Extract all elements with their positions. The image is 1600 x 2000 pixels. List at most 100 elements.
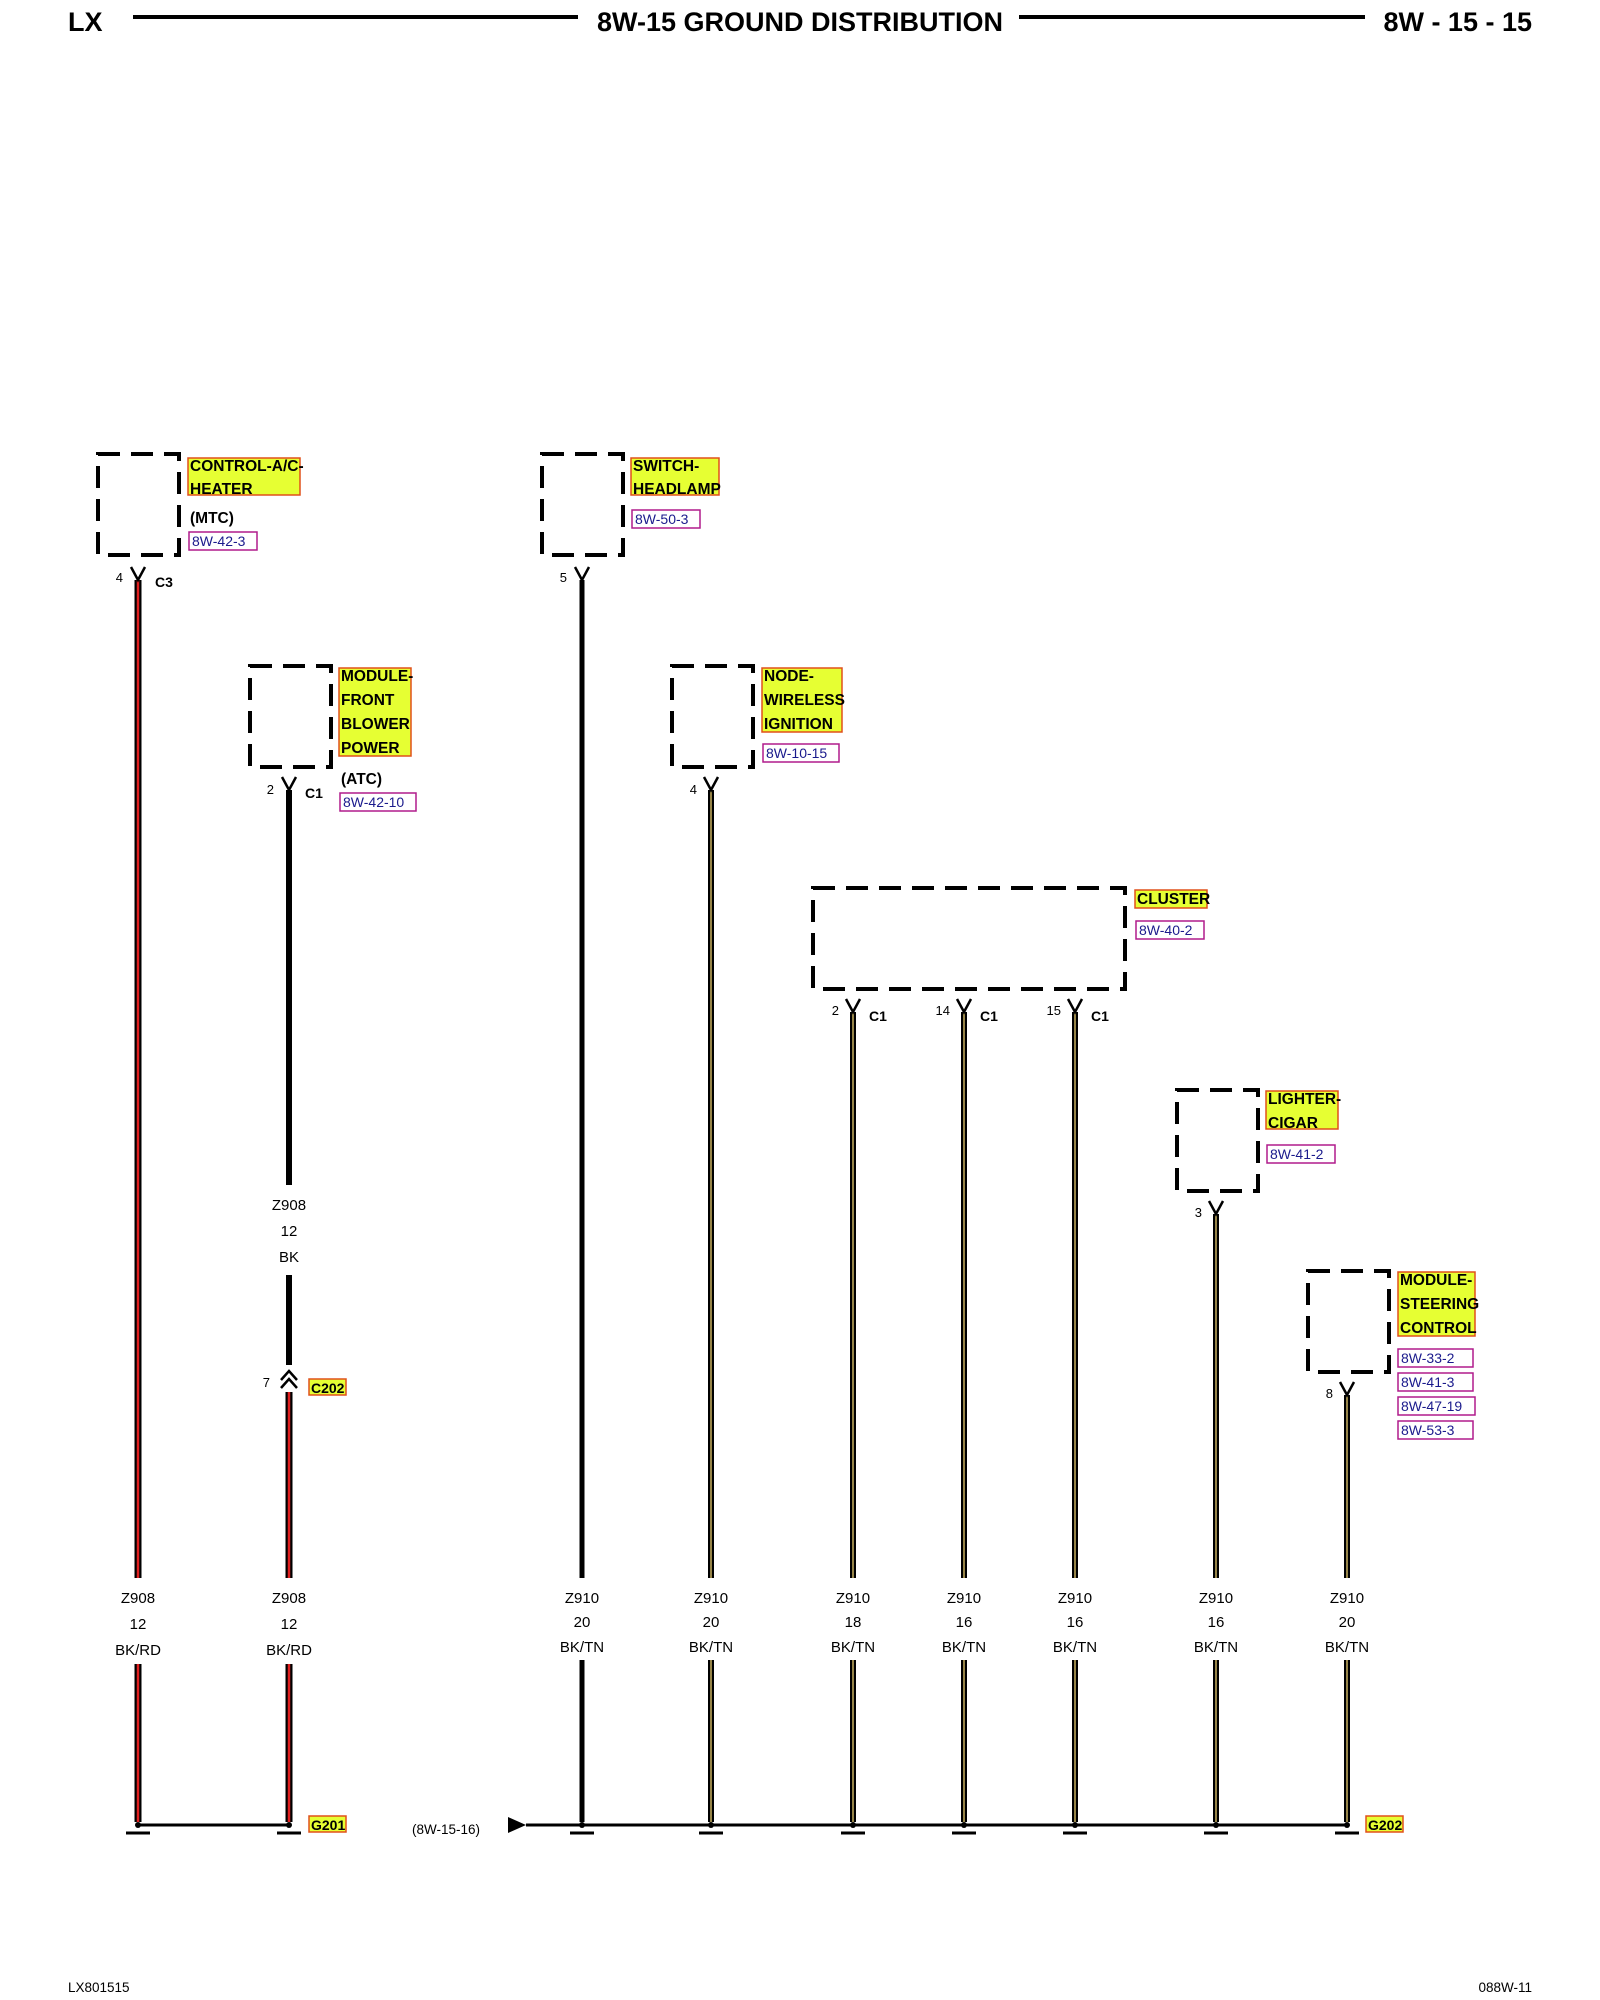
wire-gauge: 20 (703, 1614, 720, 1631)
pin-terminal-icon (702, 776, 720, 793)
wire-gauge: 16 (1208, 1614, 1225, 1631)
ref-link[interactable]: 8W-47-19 (1401, 1398, 1462, 1414)
component-name-line: MODULE- (1400, 1272, 1472, 1289)
pin-terminal-icon (955, 998, 973, 1015)
ref-box (631, 509, 701, 529)
wire-circuit: Z910 (1199, 1590, 1233, 1607)
pin-labels: 4 C3 2 C1 5 4 2 C1 14 C1 15 C1 3 8 7 C20… (116, 570, 1333, 1401)
footer-left: LX801515 (68, 1980, 130, 1995)
wire-gauge: 20 (574, 1614, 591, 1631)
ref-link[interactable]: 8W-40-2 (1139, 922, 1193, 938)
pin-terminal-icon (1207, 1200, 1225, 1217)
splice-dot (850, 1822, 856, 1828)
wire-gauge: 16 (1067, 1614, 1084, 1631)
wire-gauge: 20 (1339, 1614, 1356, 1631)
wire-color: BK (279, 1249, 299, 1266)
wire-color: BK/TN (560, 1639, 604, 1656)
splice-dot (135, 1822, 141, 1828)
pin-terminal-icon (573, 566, 591, 583)
wire-color: BK/RD (266, 1642, 312, 1659)
inline-connector-icon (280, 1369, 298, 1381)
component-name-line: HEATER (190, 481, 253, 498)
component-name-line: CIGAR (1268, 1115, 1318, 1132)
component-box-control-ac-heater (96, 452, 181, 557)
footer-right: 088W-11 (1478, 1980, 1532, 1995)
component-boxes (96, 452, 1391, 1374)
wire-gauge: 12 (281, 1616, 298, 1633)
label-highlight (187, 457, 301, 496)
ground-buses: G201 (8W-15-16) G202 (126, 1815, 1404, 1837)
cross-references: 8W-42-3 8W-42-10 8W-50-3 8W-10-15 8W-40-… (188, 509, 1476, 1440)
component-name-line: BLOWER (341, 716, 410, 733)
ref-box (1397, 1396, 1476, 1416)
wire-circuit: Z910 (1058, 1590, 1092, 1607)
wire-gauge: 16 (956, 1614, 973, 1631)
pin-terminal-icon (1338, 1381, 1356, 1398)
pin-number: 8 (1326, 1386, 1333, 1401)
component-name-line: MODULE- (341, 668, 413, 685)
component-name-line: CONTROL (1400, 1320, 1477, 1337)
component-labels: CONTROL-A/C- HEATER (MTC) MODULE- FRONT … (187, 457, 1479, 1337)
splice-dot (708, 1822, 714, 1828)
label-highlight (308, 1378, 347, 1396)
connector-pins (129, 566, 1356, 1398)
component-box-wireless-ignition-node (670, 664, 755, 769)
continuation-ref[interactable]: (8W-15-16) (412, 1822, 480, 1837)
ref-link[interactable]: 8W-33-2 (1401, 1350, 1455, 1366)
ref-link[interactable]: 8W-41-3 (1401, 1374, 1455, 1390)
ref-link[interactable]: 8W-10-15 (766, 745, 827, 761)
component-name-line: CLUSTER (1137, 891, 1210, 908)
connector-name: C1 (305, 785, 323, 801)
wire-circuit: Z910 (1330, 1590, 1364, 1607)
wire-circuit: Z910 (694, 1590, 728, 1607)
wire-gauge: 18 (845, 1614, 862, 1631)
pin-terminal-icon (844, 998, 862, 1015)
pin-number: 2 (832, 1003, 839, 1018)
component-name-line: NODE- (764, 668, 814, 685)
component-variant: (ATC) (341, 771, 382, 788)
component-name-line: POWER (341, 740, 400, 757)
wire-color: BK/TN (689, 1639, 733, 1656)
component-name-line: SWITCH- (633, 458, 699, 475)
page-number: 8W - 15 - 15 (1383, 7, 1532, 37)
component-name-line: STEERING (1400, 1296, 1479, 1313)
label-highlight (630, 457, 720, 496)
ref-box (339, 792, 417, 812)
ref-box (1397, 1372, 1474, 1392)
connector-name: C1 (869, 1008, 887, 1024)
wire-circuit: Z910 (836, 1590, 870, 1607)
ground-label-g202: G202 (1368, 1817, 1402, 1833)
wire-color: BK/TN (942, 1639, 986, 1656)
ref-link[interactable]: 8W-41-2 (1270, 1146, 1324, 1162)
pin-number: 4 (116, 570, 123, 585)
ref-link[interactable]: 8W-53-3 (1401, 1422, 1455, 1438)
component-name-line: HEADLAMP (633, 481, 721, 498)
component-box-cluster (811, 886, 1127, 991)
ground-label-g201: G201 (311, 1817, 345, 1833)
pin-terminal-icon (280, 776, 298, 793)
connector-name: C3 (155, 574, 173, 590)
ref-link[interactable]: 8W-42-10 (343, 794, 404, 810)
connector-name: C1 (980, 1008, 998, 1024)
pin-terminal-icon (129, 566, 147, 583)
ref-link[interactable]: 8W-42-3 (192, 533, 246, 549)
wire-color: BK/TN (1325, 1639, 1369, 1656)
label-highlight (761, 667, 843, 733)
wire-segments-lower (134, 1660, 1350, 1822)
splice-dot (1344, 1822, 1350, 1828)
ref-link[interactable]: 8W-50-3 (635, 511, 689, 527)
ref-box (1397, 1348, 1474, 1368)
pin-number: 4 (690, 782, 697, 797)
splice-dot (1213, 1822, 1219, 1828)
wire-segments-upper (134, 580, 1350, 1578)
component-name-line: IGNITION (764, 716, 833, 733)
inline-pin-number: 7 (263, 1375, 270, 1390)
component-name-line: CONTROL-A/C- (190, 458, 304, 475)
inline-connector-icon (280, 1377, 298, 1389)
header-left: LX (68, 7, 103, 37)
ref-box (1397, 1420, 1474, 1440)
pin-number: 5 (560, 570, 567, 585)
inline-connector-name: C202 (311, 1380, 345, 1396)
continuation-arrow-icon (508, 1817, 526, 1833)
pin-number: 3 (1195, 1205, 1202, 1220)
